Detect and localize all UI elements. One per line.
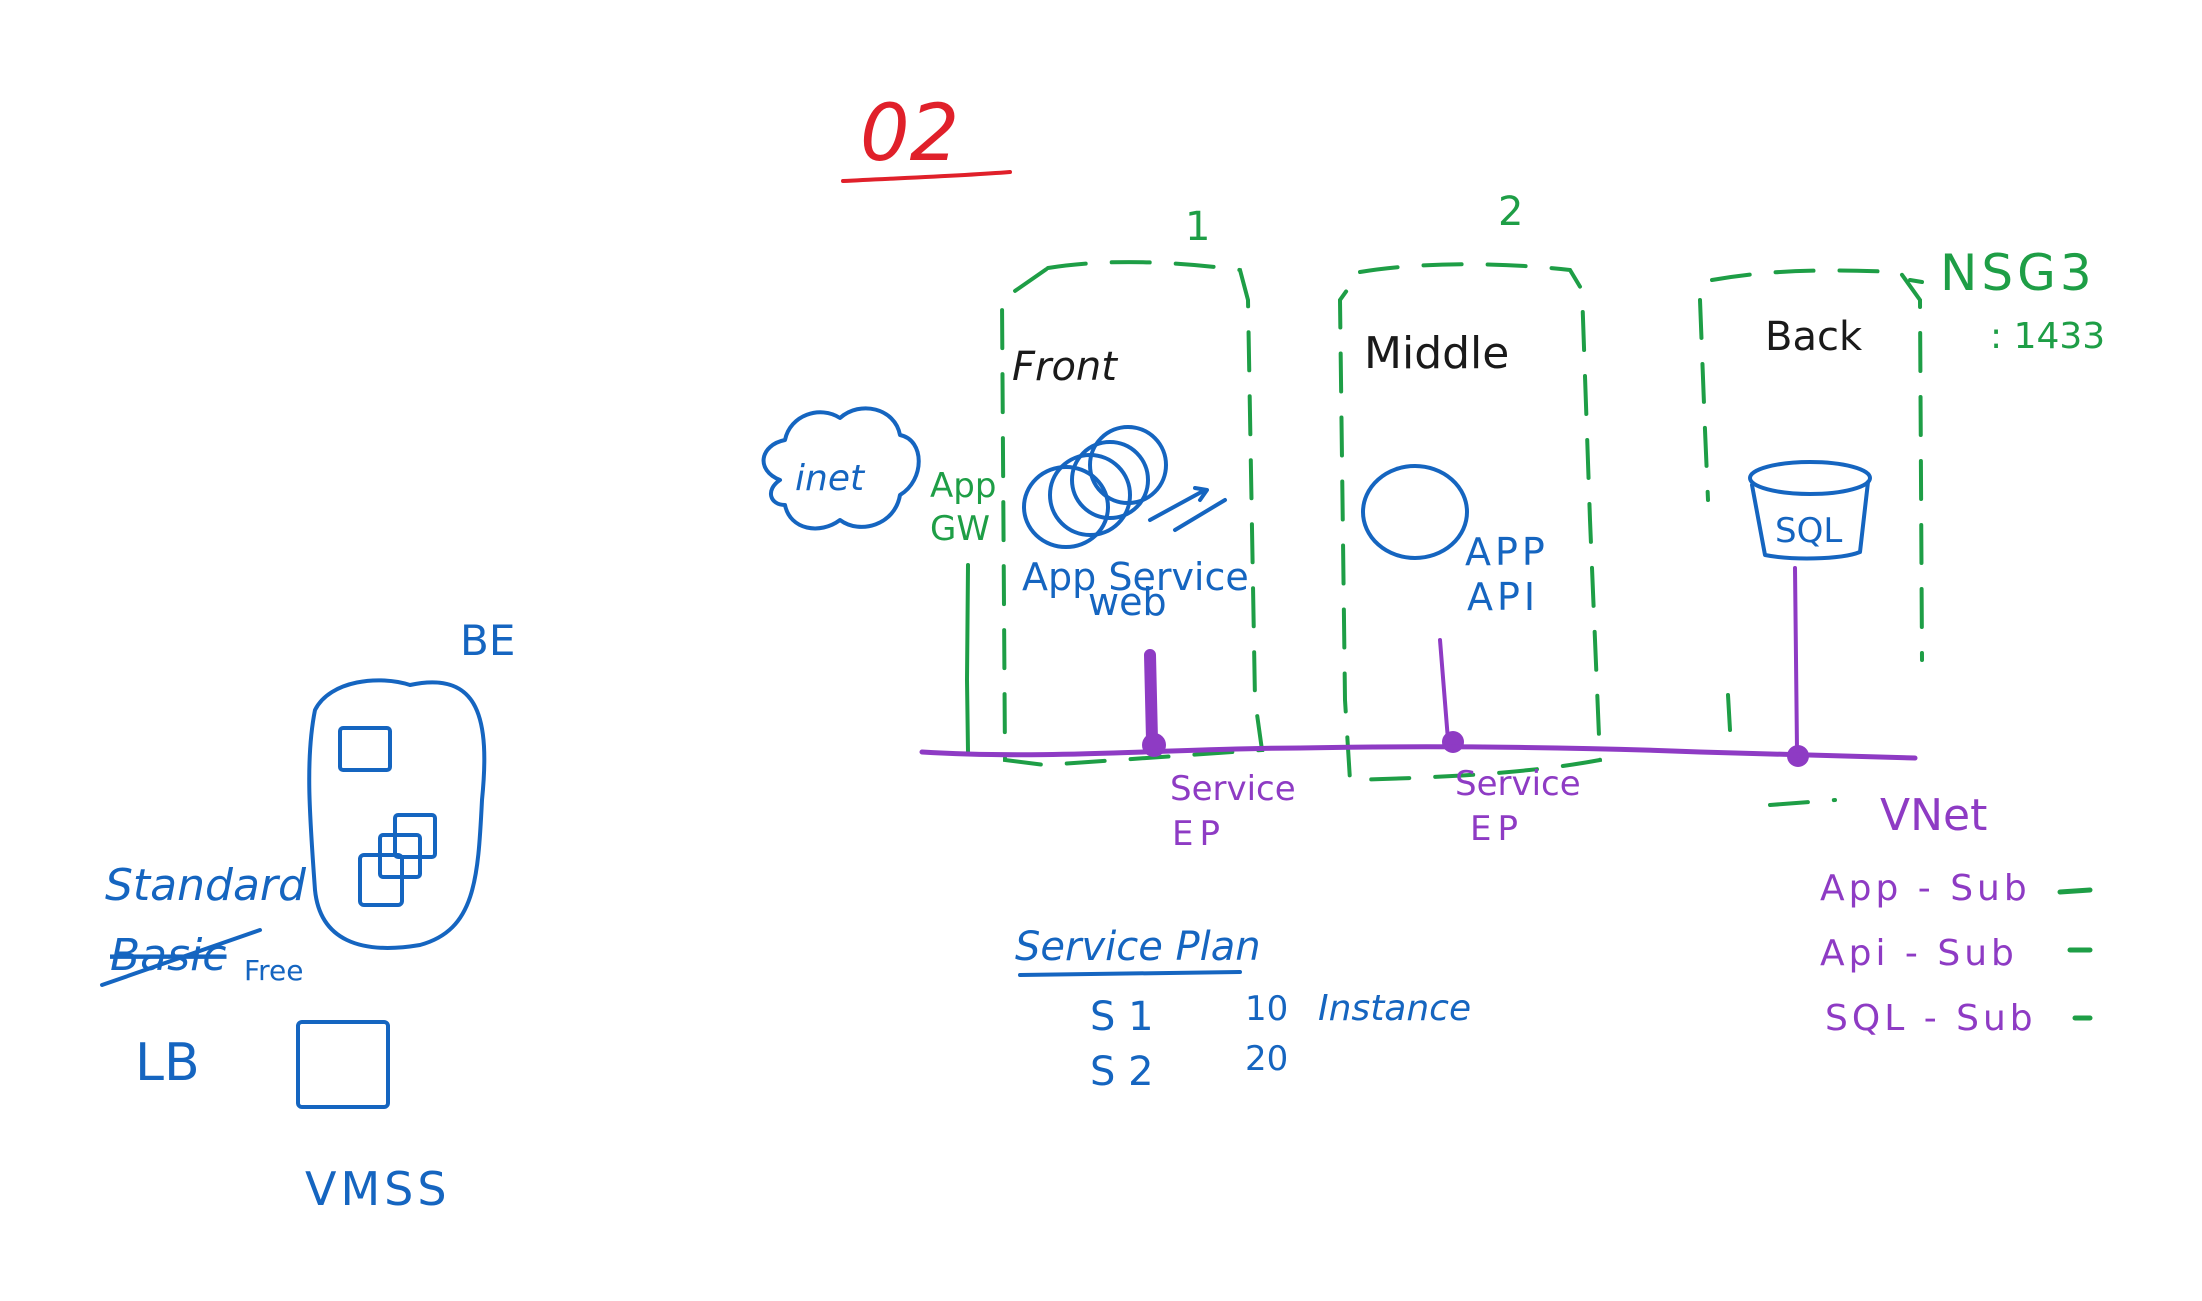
service-plan: Service Plan S 1 10 Instance S 2 20 [1015, 924, 1471, 1095]
zone-middle-border [1337, 262, 1603, 783]
zone-front: 1 Front [999, 204, 1265, 768]
nsg-label-group: NSG3 : 1433 [1940, 244, 2105, 357]
app-gw-line2: GW [930, 509, 990, 549]
sql-label: SQL [1775, 511, 1842, 551]
vm-icon [338, 726, 392, 772]
service-ep-front-line2: EP [1172, 814, 1226, 854]
subnet-api: Api - Sub [1820, 933, 2018, 974]
sku-free: Free [244, 954, 303, 987]
app-api-line2: API [1467, 575, 1539, 619]
lb-section: BE Standard Basic Free LB VMSS [100, 616, 515, 1216]
app-api-line1: APP [1465, 530, 1549, 574]
plan-row2-tier: S 2 [1090, 1049, 1154, 1095]
service-plan-underline [1018, 970, 1242, 977]
service-plan-title: Service Plan [1015, 924, 1261, 970]
sku-basic-strike [100, 928, 262, 987]
backend-pool-outline [307, 678, 487, 950]
nsg-label: NSG3 [1940, 244, 2096, 302]
nsg-port: : 1433 [1990, 316, 2105, 357]
plan-row2-instances: 20 [1245, 1039, 1288, 1079]
app-service-line2: web [1088, 580, 1167, 624]
app-api-vnet-link [1438, 638, 1450, 742]
app-gw-line [965, 563, 970, 754]
scale-arrows-icon [1148, 486, 1227, 532]
app-service-line1: App Service [1022, 555, 1249, 599]
sku-basic: Basic [110, 930, 227, 981]
zone-front-label: Front [1012, 344, 1118, 390]
nsg-zones: 1 Front 2 Middle Back [999, 189, 1924, 807]
app-api-vnet-node [1442, 731, 1464, 753]
sql-vnet-link [1793, 566, 1799, 752]
sql-db-top [1748, 460, 1872, 496]
cloud-icon [761, 406, 921, 531]
plan-row1-note: Instance [1318, 988, 1471, 1029]
vnet-line [919, 744, 1918, 761]
plan-row1-instances: 10 [1245, 989, 1288, 1029]
zone-middle: 2 Middle [1337, 189, 1603, 783]
vmss-label: VMSS [305, 1162, 451, 1216]
zone-middle-label: Middle [1364, 328, 1509, 379]
sku-standard: Standard [105, 860, 307, 911]
zone-middle-number: 2 [1498, 189, 1523, 235]
lb-icon [296, 1020, 390, 1109]
app-service-vnet-link [1144, 649, 1158, 746]
inet-cloud: inet [761, 406, 921, 531]
app-gateway: App GW [930, 466, 996, 754]
sql-db-body [1750, 480, 1870, 561]
zone-back-border [1698, 268, 1924, 807]
subnet-sql: SQL - Sub [1825, 998, 2037, 1039]
vm-stack-icon [358, 813, 437, 907]
app-api: APP API [1361, 464, 1549, 753]
title-group: 02 [841, 89, 1012, 183]
app-api-icon [1361, 464, 1469, 560]
sql-database: SQL [1748, 460, 1872, 767]
service-ep-middle: Service EP [1455, 764, 1581, 849]
vnet-label: VNet [1880, 790, 1987, 841]
service-ep-front-line1: Service [1170, 769, 1296, 809]
diagram-title: 02 [860, 89, 959, 179]
subnet-app-marker [2057, 887, 2093, 895]
service-ep-middle-line1: Service [1455, 764, 1581, 804]
service-ep-front: Service EP [1170, 769, 1296, 854]
zone-front-number: 1 [1185, 204, 1210, 250]
title-underline [841, 170, 1012, 183]
service-ep-middle-line2: EP [1470, 809, 1524, 849]
app-service-web: App Service web [1022, 425, 1249, 757]
subnet-app: App - Sub [1820, 868, 2031, 909]
app-gw-line1: App [930, 466, 996, 506]
zone-front-border [999, 260, 1265, 768]
app-service-instances-icon [1022, 425, 1168, 549]
vnet-info: VNet App - Sub Api - Sub SQL - Sub [1820, 790, 2093, 1039]
vnet-backbone [919, 744, 1918, 761]
plan-row1-tier: S 1 [1090, 994, 1154, 1040]
be-label: BE [460, 616, 515, 665]
inet-label: inet [795, 458, 866, 499]
lb-label: LB [135, 1033, 200, 1093]
zone-back-label: Back [1765, 314, 1863, 360]
zone-back: Back [1698, 268, 1924, 807]
